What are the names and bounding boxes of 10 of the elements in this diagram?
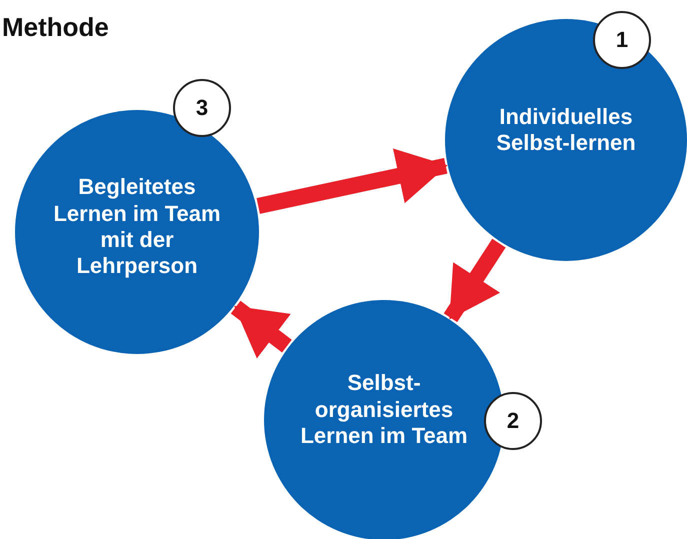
step-number: 1	[616, 27, 628, 53]
node-label: Selbst-organisiertes Lernen im Team	[299, 370, 469, 450]
arrow	[444, 238, 506, 322]
node-label: Individuelles Selbst-lernen	[495, 104, 637, 156]
step-number: 2	[506, 408, 520, 434]
step-number: 3	[196, 95, 208, 121]
node-label: Begleitetes Lernen im Team mit der Lehrperson	[52, 174, 222, 280]
arrow	[256, 148, 448, 214]
arrow	[230, 300, 292, 358]
title: Methode	[2, 12, 109, 43]
